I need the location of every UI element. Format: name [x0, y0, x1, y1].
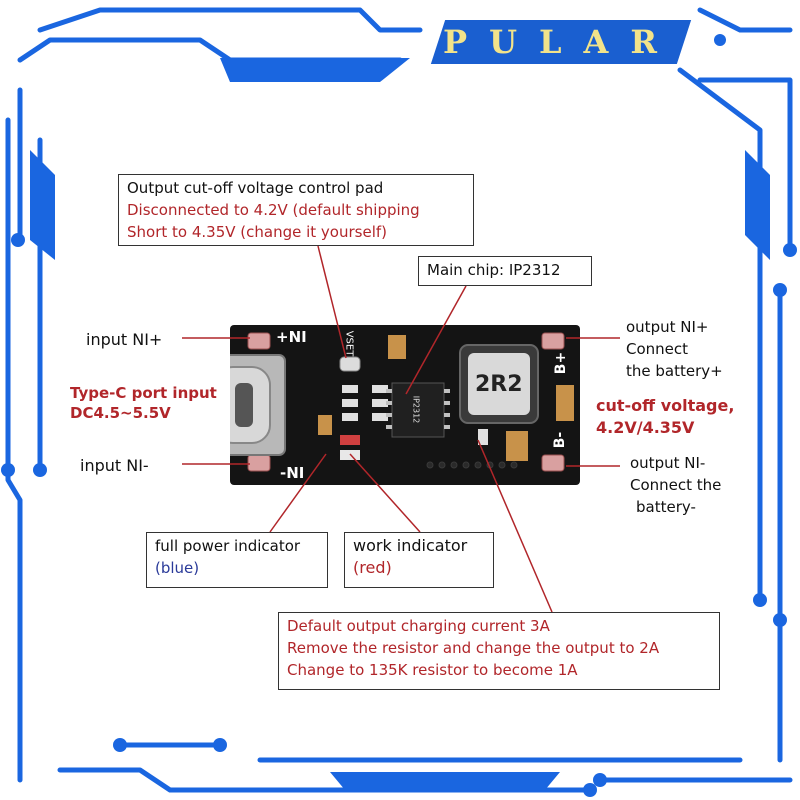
charging-current-callout: Default output charging current 3A Remov…: [278, 612, 720, 690]
work-indicator-callout: work indicator (red): [344, 532, 494, 588]
charging-current-line3: Change to 135K resistor to become 1A: [287, 661, 578, 679]
input-negative-label: input NI-: [80, 456, 149, 475]
full-power-callout: full power indicator (blue): [146, 532, 328, 588]
main-chip-callout: Main chip: IP2312: [418, 256, 592, 286]
charging-current-line2: Remove the resistor and change the outpu…: [287, 639, 660, 657]
charging-current-line1: Default output charging current 3A: [287, 617, 550, 635]
input-positive-label: input NI+: [86, 330, 163, 349]
typec-voltage-range: DC4.5~5.5V: [70, 404, 171, 422]
output-positive-label: output NI+ Connect the battery+: [626, 316, 723, 382]
cutoff-voltage-label: cut-off voltage,: [596, 396, 735, 415]
full-power-title: full power indicator: [155, 537, 301, 555]
typec-port-label: Type-C port input: [70, 384, 217, 402]
output-positive-line2: Connect: [626, 340, 689, 358]
output-positive-line1: output NI+: [626, 318, 709, 336]
output-negative-line3: battery-: [636, 498, 696, 516]
cutoff-pad-callout: Output cut-off voltage control pad Disco…: [118, 174, 474, 246]
output-negative-line2: Connect the: [630, 476, 722, 494]
silk-input-negative: -NI: [280, 464, 305, 482]
full-power-color: (blue): [155, 559, 200, 577]
output-negative-label: output NI- Connect the battery-: [630, 452, 721, 518]
work-indicator-color: (red): [353, 558, 392, 577]
cutoff-voltage-values: 4.2V/4.35V: [596, 418, 695, 437]
output-negative-line1: output NI-: [630, 454, 706, 472]
main-chip-label: Main chip: IP2312: [427, 261, 561, 279]
cutoff-pad-title: Output cut-off voltage control pad: [127, 179, 384, 197]
pcb-board: [230, 325, 580, 485]
output-positive-line3: the battery+: [626, 362, 723, 380]
inductor-marking: 2R2: [475, 372, 523, 397]
cutoff-pad-line1: Disconnected to 4.2V (default shipping: [127, 201, 420, 219]
cutoff-pad-line2: Short to 4.35V (change it yourself): [127, 223, 387, 241]
brand-logo: PULAR: [443, 23, 679, 61]
work-indicator-title: work indicator: [353, 536, 468, 555]
silk-input-positive: +NI: [276, 328, 307, 346]
